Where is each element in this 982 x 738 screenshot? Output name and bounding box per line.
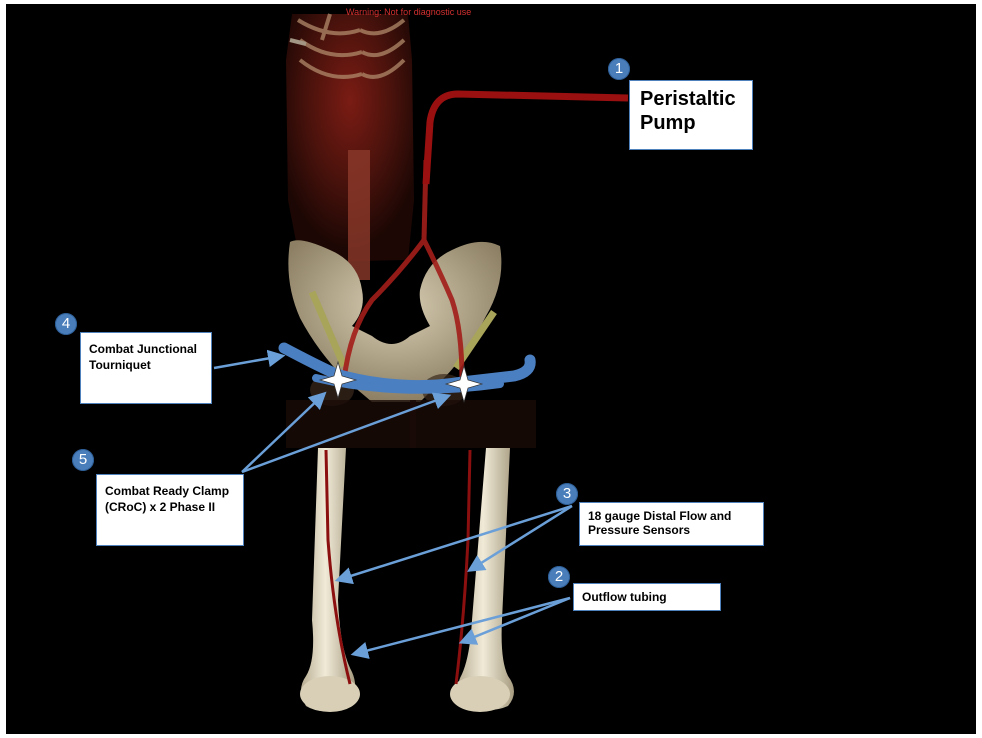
callout-2-badge: 2: [548, 566, 570, 588]
callout-outflow-tubing-label: Outflow tubing: [582, 590, 667, 604]
callout-tourniquet: Combat Junctional Tourniquet: [80, 332, 212, 404]
callout-croc: Combat Ready Clamp (CRoC) x 2 Phase II: [96, 474, 244, 546]
callout-5-badge: 5: [72, 449, 94, 471]
pelvic-shadow: [286, 400, 416, 448]
callout-outflow-tubing: Outflow tubing: [573, 583, 721, 611]
callout-3-badge: 3: [556, 483, 578, 505]
spine-illustration: [348, 150, 370, 280]
callout-peristaltic-pump-label: Peristaltic Pump: [640, 88, 736, 134]
callout-sensors: 18 gauge Distal Flow and Pressure Sensor…: [579, 502, 764, 546]
knee-left: [300, 676, 360, 712]
pelvic-shadow-right: [410, 400, 536, 448]
callout-4-badge: 4: [55, 313, 77, 335]
callout-croc-label: Combat Ready Clamp (CRoC) x 2 Phase II: [105, 484, 229, 514]
warning-text: Warning: Not for diagnostic use: [346, 7, 471, 17]
callout-1-badge: 1: [608, 58, 630, 80]
callout-peristaltic-pump: Peristaltic Pump: [629, 80, 753, 150]
callout-tourniquet-label: Combat Junctional Tourniquet: [89, 342, 197, 372]
knee-right: [450, 676, 510, 712]
callout-sensors-label: 18 gauge Distal Flow and Pressure Sensor…: [588, 509, 731, 537]
